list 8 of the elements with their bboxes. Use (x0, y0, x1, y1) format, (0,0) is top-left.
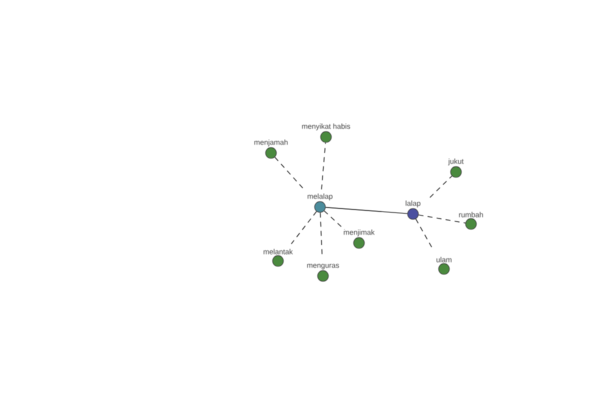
connector-line (321, 142, 326, 190)
connector-line (418, 214, 466, 224)
connector-line (324, 210, 345, 230)
connector-line (320, 212, 322, 256)
connector-line (290, 211, 317, 244)
connector-line (325, 207, 408, 214)
connector-line (274, 156, 304, 188)
connector-line (430, 176, 452, 198)
